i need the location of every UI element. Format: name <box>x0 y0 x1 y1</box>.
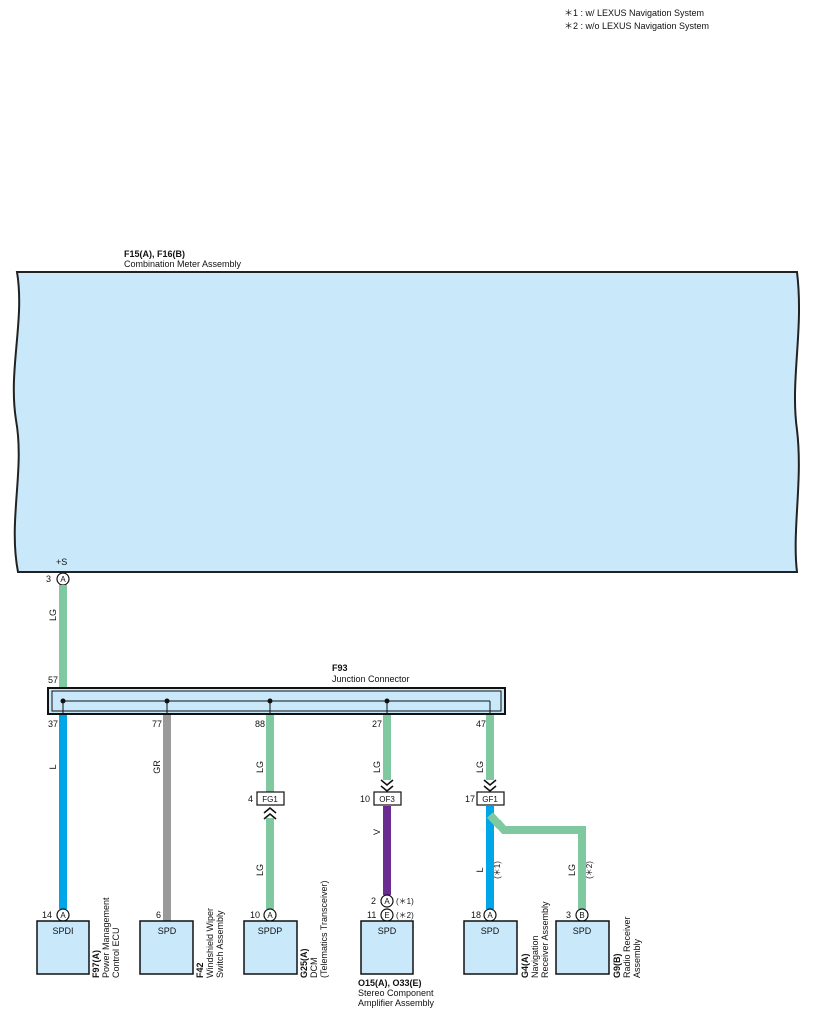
fg1-chevron-icon <box>263 806 277 820</box>
wire-label-2: GR <box>152 760 162 774</box>
c5-name2: Receiver Assembly <box>540 901 550 978</box>
junction-pin-27: 27 <box>372 719 382 729</box>
c2-terminal: SPD <box>158 926 177 936</box>
fg1-pin: 4 <box>248 794 253 804</box>
c4-conn-e: E <box>384 911 389 920</box>
note-1: ＊1 : w/ LEXUS Navigation System <box>564 8 704 18</box>
c4-note-e: (＊2) <box>396 911 414 920</box>
c2-name1: Windshield Wiper <box>205 908 215 978</box>
wire-note-5: (＊1) <box>493 861 502 879</box>
wire-label-1: L <box>48 764 58 769</box>
c4-name2: Amplifier Assembly <box>358 998 435 1008</box>
wire-label-6: LG <box>567 864 577 876</box>
wire-label-4-lower: V <box>372 829 382 835</box>
c1-conn: A <box>60 911 66 920</box>
component-f97-box <box>36 920 90 975</box>
meter-pin-number: 3 <box>46 574 51 584</box>
c1-code: F97(A) <box>91 950 101 978</box>
c5-name1: Navigation <box>530 935 540 978</box>
component-o15-box <box>360 920 414 975</box>
c3-code: G25(A) <box>299 948 309 978</box>
component-g25-box <box>243 920 298 975</box>
c6-name1: Radio Receiver <box>622 916 632 978</box>
c3-pin: 10 <box>250 910 260 920</box>
junction-dot <box>60 698 66 704</box>
wire-label-5-upper: LG <box>475 761 485 773</box>
wire-label-3-lower: LG <box>255 864 265 876</box>
meter-code: F15(A), F16(B) <box>124 249 185 259</box>
junction-dot <box>384 698 390 704</box>
meter-connector-letter: A <box>60 575 66 584</box>
junction-name: Junction Connector <box>332 674 410 684</box>
c3-name2: (Telematics Transceiver) <box>319 880 329 978</box>
wire-label-top: LG <box>48 609 58 621</box>
c4-name1: Stereo Component <box>358 988 434 998</box>
component-g4-box <box>463 920 518 975</box>
c3-terminal: SPDP <box>258 926 283 936</box>
c5-code: G4(A) <box>520 953 530 978</box>
junction-inner-outline <box>51 690 502 712</box>
inline-connector-fg1 <box>256 791 285 806</box>
c4-terminal: SPD <box>378 926 397 936</box>
gf1-chevron-icon <box>483 779 497 793</box>
wire-label-4-upper: LG <box>372 761 382 773</box>
c2-pin: 6 <box>156 910 161 920</box>
meter-name: Combination Meter Assembly <box>124 259 242 269</box>
c4-note-a: (＊1) <box>396 897 414 906</box>
note-2: ＊2 : w/o LEXUS Navigation System <box>564 21 709 31</box>
junction-code: F93 <box>332 663 348 673</box>
of3-chevron-icon <box>380 779 394 793</box>
c3-conn: A <box>267 911 273 920</box>
c5-pin: 18 <box>471 910 481 920</box>
of3-label: OF3 <box>379 795 395 804</box>
component-g9-box <box>555 920 610 975</box>
c4-pin-a: 2 <box>371 896 376 906</box>
inline-connector-gf1 <box>476 791 505 806</box>
wire-lg-g9 <box>493 819 586 909</box>
c1-pin: 14 <box>42 910 52 920</box>
junction-dot <box>164 698 170 704</box>
fg1-label: FG1 <box>262 795 278 804</box>
wire-label-3-upper: LG <box>255 761 265 773</box>
meter-pin-name: +S <box>56 557 67 567</box>
c5-conn: A <box>487 911 493 920</box>
junction-pin-77: 77 <box>152 719 162 729</box>
c6-pin: 3 <box>566 910 571 920</box>
gf1-pin: 17 <box>465 794 475 804</box>
c1-terminal: SPDI <box>52 926 73 936</box>
combination-meter-box <box>12 271 801 573</box>
c6-conn: B <box>579 911 584 920</box>
component-f42-box <box>139 920 194 975</box>
c3-name1: DCM <box>309 958 319 979</box>
junction-pin-47: 47 <box>476 719 486 729</box>
c2-code: F42 <box>195 962 205 978</box>
wire-label-5-lower: L <box>475 867 485 872</box>
junction-pin-37: 37 <box>48 719 58 729</box>
junction-pin-88: 88 <box>255 719 265 729</box>
junction-pin-57: 57 <box>48 675 58 685</box>
c5-terminal: SPD <box>481 926 500 936</box>
c6-terminal: SPD <box>573 926 592 936</box>
c4-pin-e: 11 <box>367 910 376 920</box>
junction-dot <box>267 698 273 704</box>
c1-name1: Power Management <box>101 897 111 978</box>
c6-code: G9(B) <box>612 953 622 978</box>
c4-code: O15(A), O33(E) <box>358 978 422 988</box>
inline-connector-of3 <box>373 791 402 806</box>
c1-name2: Control ECU <box>111 927 121 978</box>
of3-pin: 10 <box>360 794 370 804</box>
c6-name2: Assembly <box>632 938 642 978</box>
c2-name2: Switch Assembly <box>215 910 225 978</box>
gf1-label: GF1 <box>482 795 498 804</box>
c4-conn-a: A <box>384 897 390 906</box>
wire-note-6: (＊2) <box>585 861 594 879</box>
